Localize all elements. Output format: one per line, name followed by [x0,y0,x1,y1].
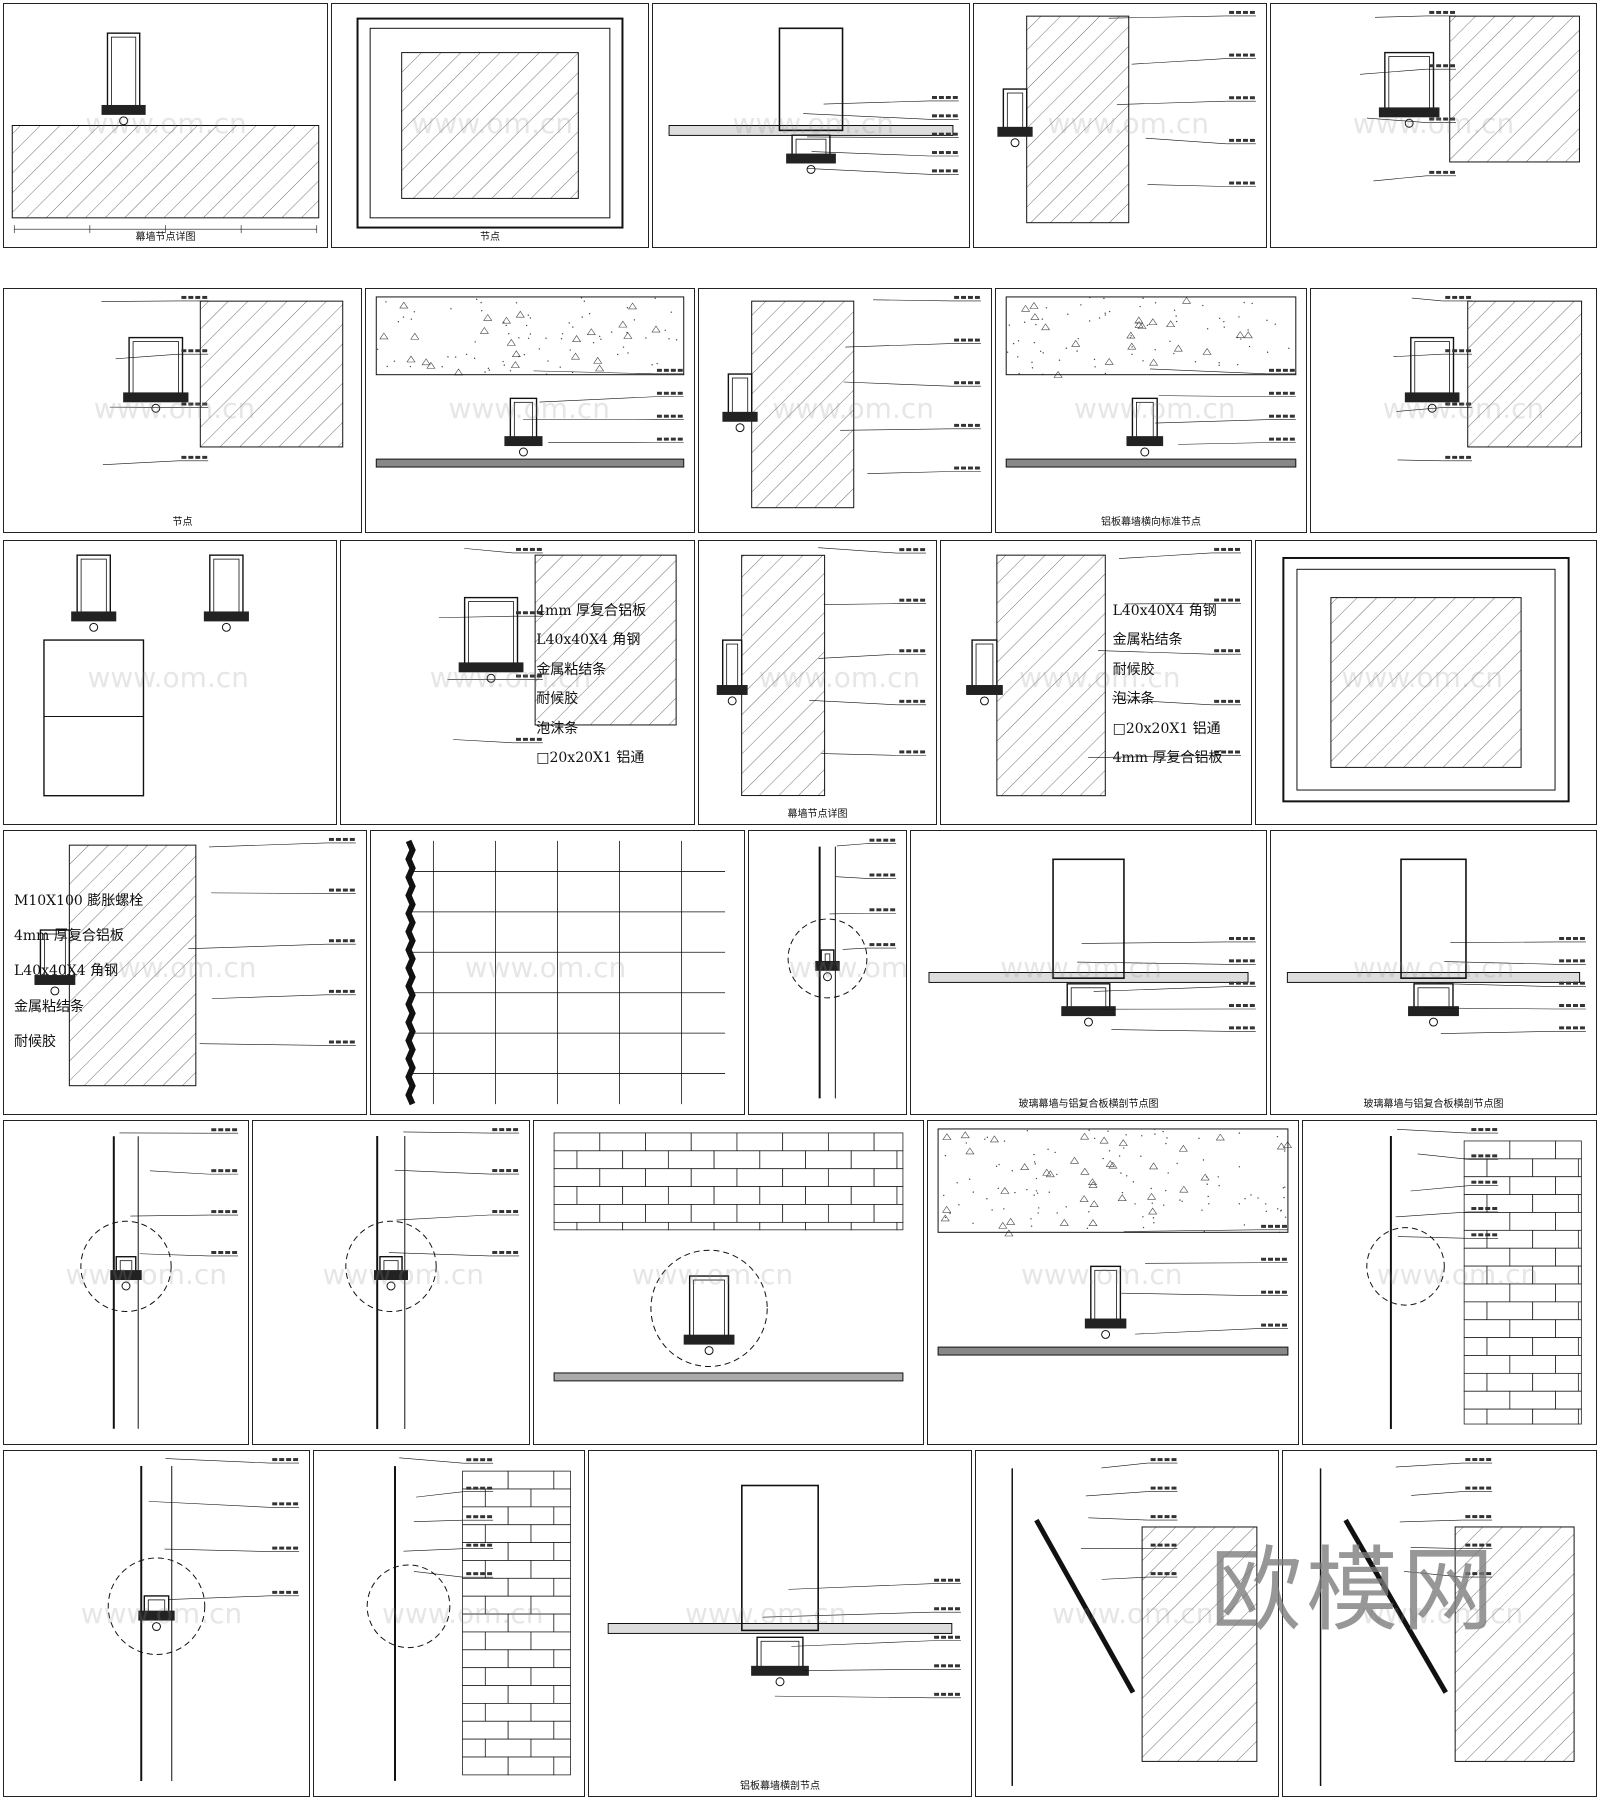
drawing-panel-r4-c4: www.om.cn [1302,1120,1597,1445]
drawing-panel-r5-c1: www.om.cn [313,1450,585,1797]
callout-label: L40x40X4 角钢 [1112,602,1217,619]
brand-watermark: 欧模网 [1210,1537,1499,1644]
drawing-panel-r4-c2: www.om.cn [533,1120,924,1445]
detail-drawing [607,1484,961,1699]
panel-title: 玻璃幕墙与铝复合板横剖节点图 [1363,1099,1504,1110]
callout-label: M10X100 膨胀螺栓 [14,892,144,909]
callout-label: □20x20X1 铝通 [536,749,645,766]
detail-drawing [375,296,685,468]
detail-drawing [438,547,677,744]
detail-drawing [1011,1458,1258,1786]
detail-drawing [716,547,927,797]
detail-drawing [1366,1128,1582,1429]
drawing-panel-r3-c1: www.om.cn [370,830,745,1115]
detail-drawing [366,1457,571,1781]
callout-label: L40x40X4 角钢 [14,963,119,980]
drawing-panel-r1-c1: www.om.cn [365,288,695,533]
detail-drawing [356,17,624,229]
callout-label: 4mm 厚复合铝板 [1112,749,1223,766]
detail-drawing [1359,10,1580,182]
callout-label: 泡沫条 [1112,691,1155,708]
callout-label: 耐候胶 [14,1034,56,1051]
detail-drawing [553,1132,904,1382]
detail-drawing [107,1458,300,1781]
detail-drawing [1282,556,1570,803]
drawing-panel-r0-c3: www.om.cn [973,3,1267,248]
detail-drawing [43,554,249,797]
callout-label: 耐候胶 [1112,661,1155,678]
panel-title: 铝板幕墙横剖节点 [740,1781,820,1792]
callout-label: 金属粘结条 [536,661,607,678]
drawing-panel-r4-c3: www.om.cn [927,1120,1299,1445]
drawing-panel-r1-c4: www.om.cn [1310,288,1597,533]
detail-drawing [787,838,897,1099]
drawing-panel-r4-c0: www.om.cn [3,1120,249,1445]
panel-title: 玻璃幕墙与铝复合板横剖节点图 [1018,1099,1159,1110]
detail-drawing [1286,858,1586,1034]
drawing-panel-r2-c4: www.om.cn [1255,540,1597,825]
detail-drawing [405,839,726,1106]
panel-title: 幕墙节点详图 [135,232,196,243]
detail-drawing [1005,296,1297,468]
callout-label: 4mm 厚复合铝板 [536,602,647,619]
detail-drawing [1319,1458,1575,1786]
drawing-panel-r2-c0: www.om.cn [3,540,337,825]
detail-drawing [345,1128,520,1429]
detail-drawing [1393,295,1583,462]
callout-label: 金属粘结条 [14,998,84,1015]
callout-label: □20x20X1 铝通 [1112,720,1221,737]
detail-drawing [80,1128,239,1429]
drawing-panel-r0-c2: www.om.cn [652,3,970,248]
panel-title: 幕墙节点详图 [787,809,848,820]
drawing-panel-r4-c1: www.om.cn [252,1120,530,1445]
callout-label: 4mm 厚复合铝板 [14,928,124,945]
panel-title: 铝板幕墙横向标准节点 [1101,517,1201,528]
callout-label: 金属粘结条 [1112,632,1183,649]
detail-drawing [928,858,1256,1032]
detail-drawing [101,295,344,465]
detail-drawing [722,295,981,509]
drawing-panel-r0-c4: www.om.cn [1270,3,1597,248]
detail-drawing [937,1128,1293,1356]
detail-drawing [966,547,1241,797]
drawing-panel-r1-c2: www.om.cn [698,288,992,533]
callout-label: 泡沫条 [536,720,579,737]
drawing-panel-r3-c2: www.om.cn [748,830,907,1115]
panel-title: 节点 [480,232,500,243]
detail-drawing [997,10,1256,224]
callout-label: 耐候胶 [536,691,579,708]
detail-drawing [668,27,959,175]
drawing-panel-r5-c0: www.om.cn [3,1450,310,1797]
panel-title: 节点 [172,517,193,528]
detail-drawing [34,837,356,1087]
detail-drawing [11,32,320,234]
callout-label: L40x40X4 角钢 [536,632,641,649]
